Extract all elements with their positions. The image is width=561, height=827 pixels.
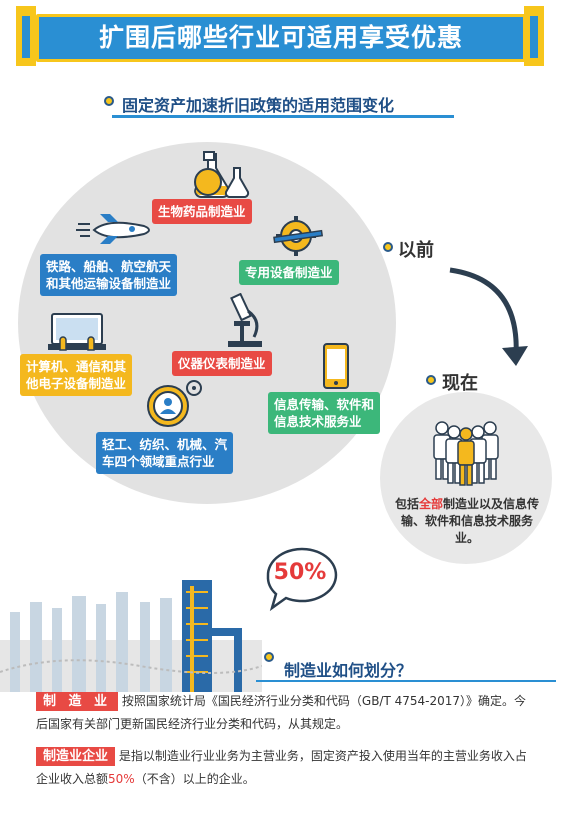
percent-badge	[266, 547, 338, 612]
gear-pencil-icon	[273, 216, 324, 256]
label-computer-line1: 计算机、通信和其	[26, 359, 127, 374]
label-special-equipment: 专用设备制造业	[239, 260, 339, 285]
now-label: 现在	[442, 373, 478, 394]
now-bullet-icon	[426, 375, 436, 385]
curved-arrow-icon	[449, 267, 528, 366]
now-desc-prefix: 包括	[394, 497, 419, 511]
laptop-icon	[48, 313, 106, 351]
before-label: 以前	[398, 240, 434, 261]
label-bio-pharma: 生物药品制造业	[152, 199, 252, 224]
flask-icon	[194, 151, 250, 198]
definition2-text-b: （不含）以上的企业。	[134, 772, 255, 786]
section2-bullet-icon	[264, 652, 274, 662]
section1-title: 固定资产加速折旧政策的适用范围变化	[122, 96, 395, 115]
section2-underline	[256, 680, 556, 682]
now-desc-rest: 制造业以及信息传输、软件和信息技术服务业。	[400, 497, 540, 545]
label-light-line1: 轻工、纺织、机械、汽	[102, 437, 228, 452]
percent-badge-text: 50%	[273, 560, 327, 585]
left-flag-decoration	[16, 6, 36, 66]
label-rail-ship-aero: 铁路、船舶、航空航天 和其他运输设备制造业	[40, 254, 178, 296]
label-instrument: 仪器仪表制造业	[172, 351, 272, 376]
label-info-line2: 信息技术服务业	[274, 414, 362, 429]
rocket-icon	[76, 214, 150, 244]
gear-person-icon	[147, 380, 202, 427]
factory-illustration	[0, 580, 262, 692]
microscope-icon	[228, 293, 262, 347]
now-description: 包括全部制造业以及信息传输、软件和信息技术服务业。	[394, 496, 540, 547]
now-desc-highlight: 全部	[418, 497, 443, 511]
label-rail-line2: 和其他运输设备制造业	[46, 276, 172, 291]
title-banner	[36, 14, 526, 62]
label-rail-line1: 铁路、船舶、航空航天	[46, 259, 172, 274]
definition-manufacturing: 制 造 业 按照国家统计局《国民经济行业分类和代码（GB/T 4754-2017…	[36, 690, 536, 735]
section-bullet-icon	[104, 96, 114, 106]
right-flag-decoration	[524, 6, 544, 66]
definition2-tag: 制造业企业	[36, 747, 116, 766]
section1-underline	[112, 115, 454, 118]
label-info-software: 信息传输、软件和 信息技术服务业	[268, 392, 381, 434]
label-light-line2: 车四个领域重点行业	[102, 454, 215, 469]
definition2-highlight: 50%	[108, 772, 135, 786]
section2-title: 制造业如何划分？	[284, 661, 413, 680]
smartphone-icon	[323, 343, 349, 389]
label-computer-line2: 他电子设备制造业	[26, 376, 127, 391]
definition-enterprise: 制造业企业 是指以制造业行业业务为主营业务，固定资产投入使用当年的主营业务收入占…	[36, 745, 536, 790]
definition1-tag: 制 造 业	[36, 692, 119, 711]
people-group-icon	[433, 421, 499, 486]
label-computer-comm: 计算机、通信和其 他电子设备制造业	[20, 354, 133, 396]
before-bullet-icon	[383, 242, 393, 252]
now-circle	[380, 392, 552, 564]
label-info-line1: 信息传输、软件和	[274, 397, 375, 412]
label-light-textile: 轻工、纺织、机械、汽 车四个领域重点行业	[96, 432, 234, 474]
page-title: 扩围后哪些行业可适用享受优惠	[98, 23, 463, 52]
definition2-text-a: 是指以制造业行业业务为主营业务，固定资产投入使用当年的主营业务收入占企业收入总额	[36, 749, 527, 786]
definition1-text: 按照国家统计局《国民经济行业分类和代码（GB/T 4754-2017）》确定。今…	[36, 694, 527, 731]
